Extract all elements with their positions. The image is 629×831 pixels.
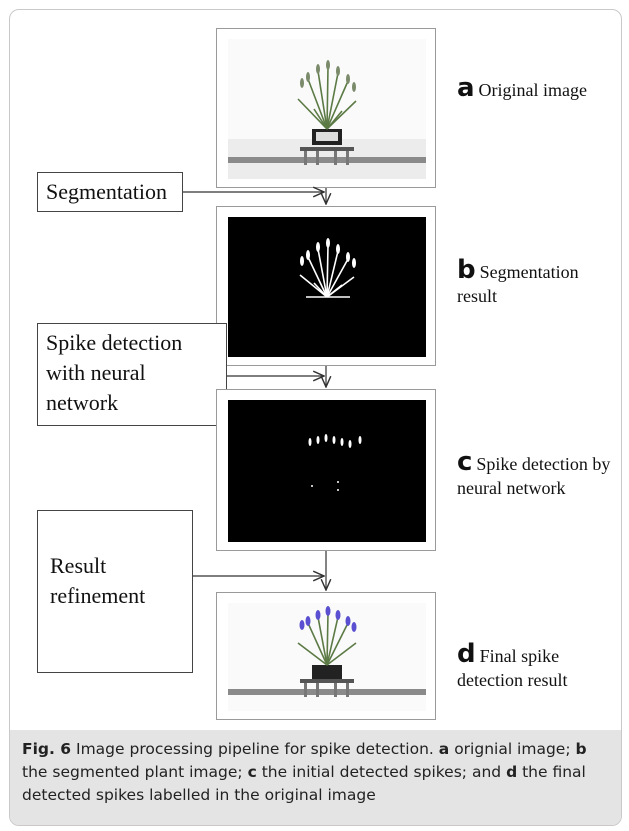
fig-label: Fig. 6: [22, 740, 72, 758]
caption-background: [10, 730, 621, 825]
plant-photo-final: [228, 603, 426, 711]
step-spike-detection: Spike detection with neural network: [37, 323, 227, 426]
step-segmentation: Segmentation: [37, 172, 183, 212]
segmentation-image: [228, 217, 426, 357]
detection-image: [228, 400, 426, 542]
caption-title: Image processing pipeline for spike dete…: [76, 740, 434, 758]
panel-b-segmentation-result: [216, 206, 436, 366]
final-image: [228, 603, 426, 711]
original-image: [228, 39, 426, 179]
step-result-refinement: Result refinement: [37, 510, 193, 673]
flow-arrows: [183, 10, 621, 730]
plant-photo-original: [228, 39, 426, 179]
figure-caption: Fig. 6 Image processing pipeline for spi…: [22, 740, 587, 804]
panel-a-original-image: [216, 28, 436, 188]
detected-spikes: [228, 400, 426, 542]
plant-mask: [228, 217, 426, 357]
panel-d-final-result: [216, 592, 436, 720]
panel-c-spike-detection: [216, 389, 436, 551]
